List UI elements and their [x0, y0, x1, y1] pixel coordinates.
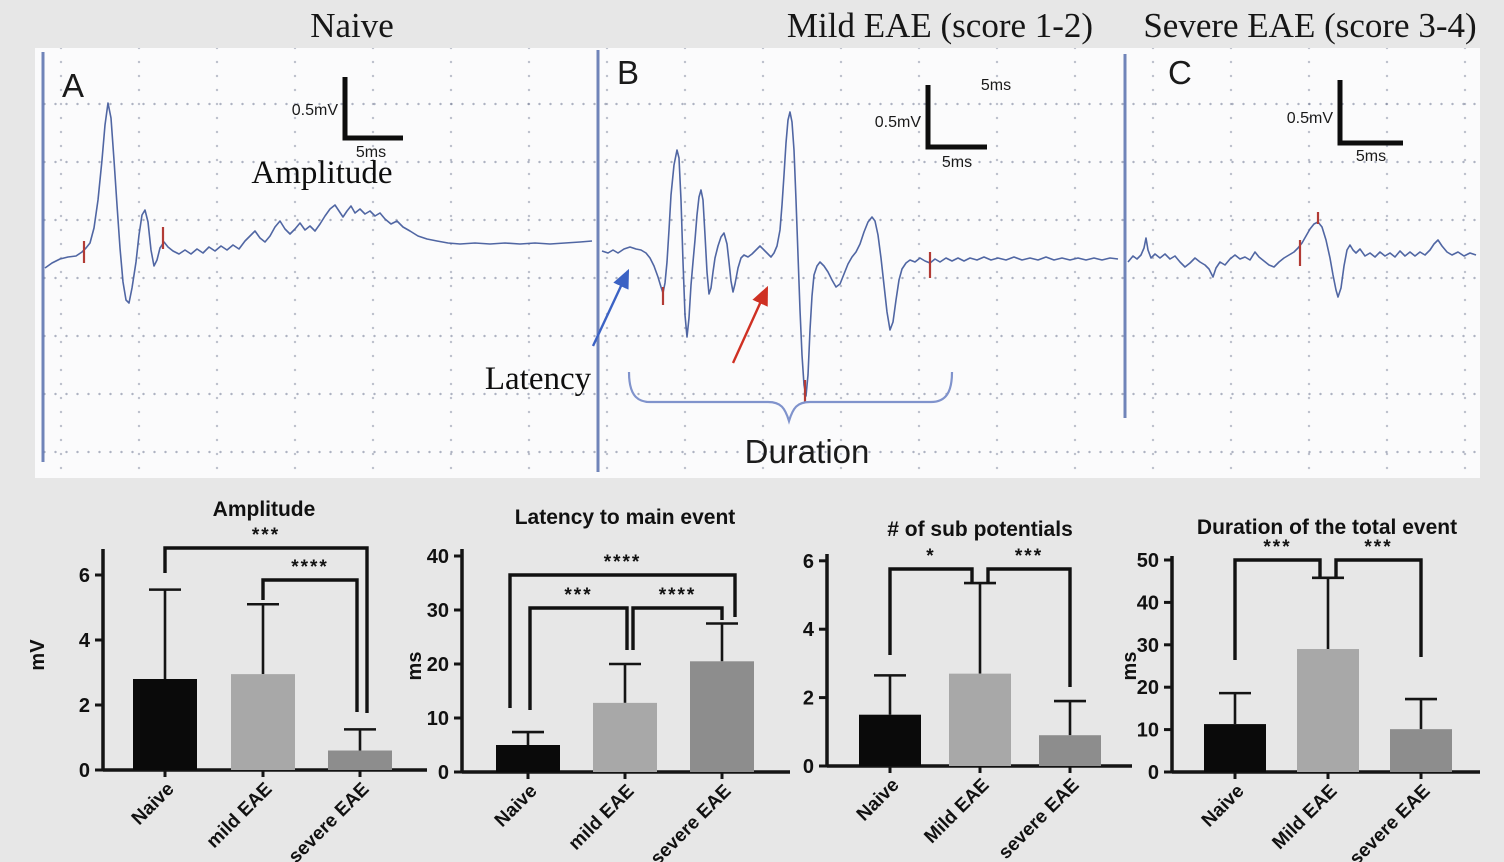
- duration-brace: [627, 371, 954, 425]
- y-tick-label: 6: [79, 565, 90, 587]
- scale-bar: 0.5mV 5ms 5ms: [875, 77, 1011, 171]
- y-axis-label: mV: [27, 639, 49, 671]
- bar-severe-eae: [1390, 729, 1452, 772]
- y-tick-label: 10: [1137, 720, 1159, 742]
- latency-annotation: Latency: [485, 361, 592, 397]
- x-tick-label: mild EAE: [565, 781, 639, 855]
- y-tick-label: 0: [803, 756, 814, 778]
- significance-label: ****: [291, 557, 329, 578]
- duration-annotation: Duration: [745, 433, 870, 470]
- y-tick-label: 20: [427, 654, 449, 676]
- bar-naive: [133, 679, 197, 770]
- x-tick-label: severe EAE: [995, 775, 1084, 862]
- x-tick-label: severe EAE: [647, 781, 736, 862]
- chart-title: Duration of the total event: [1197, 516, 1457, 539]
- y-tick-label: 30: [1137, 635, 1159, 657]
- x-tick-label: Naive: [853, 775, 904, 826]
- y-tick-label: 40: [1137, 592, 1159, 614]
- amplitude-annotation: Amplitude: [251, 155, 392, 191]
- y-tick-label: 4: [79, 630, 91, 652]
- y-tick-label: 0: [79, 760, 90, 782]
- significance-label: *: [926, 546, 935, 567]
- x-tick-label: Naive: [491, 781, 542, 832]
- significance-bracket: [631, 606, 724, 650]
- y-axis-label: ms: [404, 652, 426, 681]
- bar-naive: [1204, 724, 1266, 772]
- scale-voltage-label: 0.5mV: [1287, 110, 1334, 127]
- y-tick-label: 0: [438, 762, 449, 784]
- significance-bracket: [163, 546, 369, 713]
- y-tick-label: 6: [803, 551, 814, 573]
- emg-trace-mild-eae: [601, 111, 1119, 397]
- latency-arrow-icon: [591, 268, 630, 347]
- x-tick-label: Mild EAE: [920, 775, 993, 848]
- panel-letter-A: A: [62, 67, 84, 104]
- panel-letter-B: B: [617, 54, 639, 91]
- significance-bracket: [1334, 558, 1423, 657]
- chart-title: Latency to main event: [515, 506, 736, 529]
- emg-trace-naive: [44, 102, 593, 304]
- significance-bracket: [261, 578, 359, 712]
- y-tick-label: 2: [803, 688, 814, 710]
- column-header-mild-eae: Mild EAE (score 1-2): [786, 6, 1094, 45]
- bar-mild-eae: [1297, 649, 1359, 772]
- x-tick-label: Naive: [1198, 781, 1249, 832]
- scale-time-label: 5ms: [356, 144, 386, 161]
- y-tick-label: 10: [427, 708, 449, 730]
- trace-grid-background: [35, 48, 1480, 478]
- x-tick-label: Mild EAE: [1268, 781, 1341, 854]
- y-tick-label: 30: [427, 600, 449, 622]
- bar-mild-eae: [231, 674, 295, 770]
- x-tick-label: severe EAE: [285, 779, 374, 862]
- scale-bar: 0.5mV 5ms: [292, 77, 403, 161]
- bar-mild-eae: [593, 702, 657, 772]
- bar-severe-eae: [1039, 735, 1101, 766]
- x-tick-label: severe EAE: [1346, 781, 1435, 862]
- emg-trace-severe-eae: [1127, 221, 1477, 298]
- chart-title: Amplitude: [213, 498, 316, 521]
- significance-bracket: [528, 606, 629, 710]
- significance-bracket: [1233, 558, 1322, 660]
- y-tick-label: 0: [1148, 762, 1159, 784]
- y-axis-label: ms: [1119, 652, 1141, 681]
- y-tick-label: 40: [427, 546, 449, 568]
- bar-mild-eae: [949, 673, 1011, 766]
- significance-label: ***: [1263, 537, 1291, 558]
- significance-label: ***: [564, 585, 592, 606]
- y-tick-label: 50: [1137, 550, 1159, 572]
- scale-bar: 0.5mV 5ms: [1287, 80, 1403, 165]
- scale-time-label: 5ms: [1356, 148, 1386, 165]
- significance-bracket: [508, 573, 737, 708]
- y-tick-label: 4: [803, 619, 815, 641]
- significance-bracket: [888, 567, 974, 655]
- significance-label: ****: [604, 552, 642, 573]
- significance-bracket: [986, 567, 1072, 687]
- x-tick-label: Naive: [128, 779, 179, 830]
- significance-label: ****: [659, 585, 697, 606]
- scale-time-label: 5ms: [942, 154, 972, 171]
- bar-naive: [496, 745, 560, 772]
- scale-voltage-label: 0.5mV: [292, 102, 339, 119]
- bar-severe-eae: [328, 750, 392, 770]
- extra-time-label: 5ms: [981, 77, 1011, 94]
- panel-letter-C: C: [1168, 54, 1192, 91]
- significance-label: ***: [1364, 537, 1392, 558]
- scale-voltage-label: 0.5mV: [875, 114, 922, 131]
- main-event-arrow-icon: [731, 285, 769, 364]
- y-tick-label: 20: [1137, 677, 1159, 699]
- significance-label: ***: [1015, 546, 1043, 567]
- significance-label: ***: [252, 525, 280, 546]
- chart-title: # of sub potentials: [887, 518, 1073, 541]
- x-tick-label: mild EAE: [203, 779, 277, 853]
- column-header-severe-eae: Severe EAE (score 3-4): [1143, 6, 1477, 45]
- column-header-naive: Naive: [310, 6, 394, 45]
- bar-severe-eae: [690, 661, 754, 772]
- bar-chart-4: Duration of the total event ms 0 10 20 30 40 50…: [1119, 516, 1480, 862]
- y-tick-label: 2: [79, 695, 90, 717]
- bar-naive: [859, 714, 921, 766]
